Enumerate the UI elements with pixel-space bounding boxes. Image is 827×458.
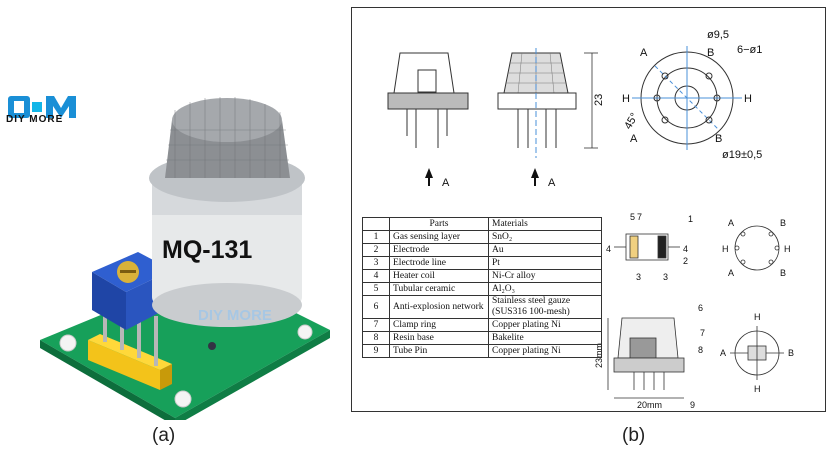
pin-label-h: H — [784, 244, 791, 254]
angle-dim: 45° — [622, 111, 641, 131]
material-name: Ni-Cr alloy — [488, 269, 602, 283]
arrow-label-a: A — [548, 177, 556, 189]
pin-label-a: A — [728, 268, 734, 278]
part-name: Electrode line — [389, 256, 489, 270]
pin-label-a: A — [630, 133, 638, 145]
material-name: Copper plating Ni — [488, 344, 602, 358]
pin-label-b: B — [788, 348, 794, 358]
diameter-inner: ø9,5 — [707, 29, 729, 41]
part-name: Anti-explosion network — [389, 295, 489, 319]
row-number: 6 — [362, 295, 390, 319]
pin-label-h: H — [754, 384, 761, 394]
technical-drawing-panel: 23 A A ø9,5 6−ø1 ø19±0,5 45° A B H H A B — [351, 7, 826, 412]
sensor-photo-panel: DIY MORE — [0, 0, 340, 420]
pin-label-h: H — [722, 244, 729, 254]
material-name: Bakelite — [488, 331, 602, 345]
row-number: 9 — [362, 344, 390, 358]
dimension-drawings: 23 A A ø9,5 6−ø1 ø19±0,5 45° A B H H A B — [387, 29, 794, 410]
arrow-label-a: A — [442, 177, 450, 189]
callout-7: 7 — [637, 212, 642, 222]
pin-label-b: B — [780, 218, 786, 228]
watermark-text: DIY MORE — [198, 307, 272, 324]
pin-layout — [734, 225, 780, 271]
material-name: Al₂O₃ — [488, 282, 602, 296]
callout-9: 9 — [690, 400, 695, 410]
callout-3: 3 — [636, 272, 641, 282]
pin-label-b: B — [715, 133, 722, 145]
sensor-module-illustration: MQ-131 DIY MORE — [40, 97, 330, 420]
material-name: SnO₂ — [488, 230, 602, 244]
sensor-model-label: MQ-131 — [162, 236, 252, 264]
part-name: Gas sensing layer — [389, 230, 489, 244]
side-view-a — [387, 52, 469, 148]
caption-b: (b) — [622, 425, 646, 446]
callout-5: 5 — [630, 212, 635, 222]
assembly-section — [607, 317, 685, 399]
material-name: Copper plating Ni — [488, 318, 602, 332]
row-number: 1 — [362, 230, 390, 244]
part-name: Tubular ceramic — [389, 282, 489, 296]
pin-holes-dim: 6−ø1 — [737, 44, 762, 56]
row-number: 3 — [362, 256, 390, 270]
material-name: Au — [488, 243, 602, 257]
callout-8: 8 — [698, 345, 703, 355]
pin-label-h: H — [744, 93, 752, 105]
mount-hole — [297, 324, 313, 340]
row-number: 4 — [362, 269, 390, 283]
top-view — [632, 46, 742, 150]
row-number: 5 — [362, 282, 390, 296]
header-cell — [362, 217, 390, 231]
pin-label-h: H — [754, 312, 761, 322]
mount-hole — [59, 334, 77, 352]
pin-label-a: A — [640, 47, 648, 59]
pin-label-h: H — [622, 93, 630, 105]
pin-label-a: A — [728, 218, 734, 228]
logo-text: DIY MORE — [6, 114, 64, 125]
row-number: 2 — [362, 243, 390, 257]
callout-1: 1 — [688, 214, 693, 224]
pin-label-a: A — [720, 348, 726, 358]
caption-a: (a) — [152, 425, 176, 446]
callout-6: 6 — [698, 303, 703, 313]
table-header-row: Parts Materials — [362, 217, 602, 231]
heater-diagram — [730, 326, 784, 380]
part-name: Resin base — [389, 331, 489, 345]
bottom-dimension: 20mm — [637, 400, 662, 410]
element-detail — [614, 233, 680, 261]
sensor-can — [149, 97, 305, 327]
callout-3: 3 — [663, 272, 668, 282]
diameter-outer: ø19±0,5 — [722, 149, 762, 161]
pin-label-b: B — [780, 268, 786, 278]
pin-label-b: B — [707, 47, 714, 59]
material-name: Stainless steel gauze (SUS316 100-mesh) — [488, 295, 602, 319]
callout-7: 7 — [700, 328, 705, 338]
callout-2: 2 — [683, 256, 688, 266]
row-number: 8 — [362, 331, 390, 345]
callout-4: 4 — [683, 244, 688, 254]
mount-hole — [174, 390, 192, 408]
part-name: Heater coil — [389, 269, 489, 283]
part-name: Clamp ring — [389, 318, 489, 332]
header-cell: Materials — [488, 217, 602, 231]
callout-4: 4 — [606, 244, 611, 254]
material-name: Pt — [488, 256, 602, 270]
header-cell: Parts — [389, 217, 489, 231]
side-view-b — [497, 48, 577, 158]
part-name: Electrode — [389, 243, 489, 257]
row-number: 7 — [362, 318, 390, 332]
height-dimension: 23 — [593, 94, 605, 106]
diymore-logo — [8, 96, 76, 118]
led-indicator — [208, 342, 216, 350]
part-name: Tube Pin — [389, 344, 489, 358]
